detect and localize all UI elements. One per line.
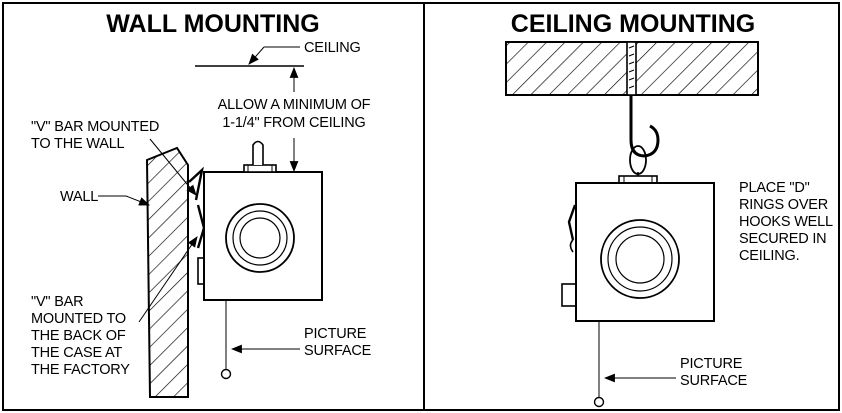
d-ring-label-1: PLACE "D" <box>739 180 810 196</box>
anchor-thread <box>628 69 635 73</box>
wall-eye-bolt <box>252 140 264 165</box>
vbar-wall-label-2: TO THE WALL <box>31 136 125 152</box>
wall-mounting-panel: WALL MOUNTING CEILING ALLOW A MINIMUM OF… <box>31 10 372 398</box>
wall-label: WALL <box>60 189 98 205</box>
anchor-thread <box>628 45 635 49</box>
anchor-thread <box>628 85 635 89</box>
clearance-line-1: ALLOW A MINIMUM OF <box>218 97 371 113</box>
ceiling-lens-middle-ring <box>607 226 673 292</box>
ceiling-v-bar <box>567 204 577 241</box>
vbar-case-label-3: THE BACK OF <box>31 328 126 344</box>
ceiling-top-bracket <box>618 175 658 184</box>
anchor-thread <box>628 77 635 81</box>
wall-picture-label-1: PICTURE <box>304 326 367 342</box>
ceiling-picture-label-1: PICTURE <box>680 356 743 372</box>
d-ring-label-3: HOOKS WELL <box>739 214 833 230</box>
vbar-case-label-2: MOUNTED TO <box>31 311 126 327</box>
vbar-case-label-1: "V" BAR <box>31 294 83 310</box>
v-bar-case-leader <box>138 236 198 323</box>
d-ring-label-2: RINGS OVER <box>739 197 828 213</box>
wall-pull-ring <box>220 368 232 380</box>
lens-middle-ring <box>232 210 288 266</box>
wall-top-bracket <box>243 164 277 173</box>
ceiling-picture-label-2: SURFACE <box>680 373 748 389</box>
ceiling-leader-arrow <box>248 46 265 65</box>
clearance-line-2: 1-1/4" FROM CEILING <box>222 115 365 131</box>
d-ring <box>629 145 647 175</box>
d-ring-label-4: SECURED IN <box>739 231 826 247</box>
vbar-case-label-5: THE FACTORY <box>31 362 130 378</box>
vbar-wall-label-1: "V" BAR MOUNTED <box>31 119 159 135</box>
vbar-case-label-4: THE CASE AT <box>31 345 122 361</box>
ceiling-pull-ring <box>593 396 605 408</box>
wall-leader-arrow <box>125 195 151 206</box>
lens-outer-ring <box>225 203 295 273</box>
wall-picture-label-2: SURFACE <box>304 343 372 359</box>
ceiling-lens-inner-ring <box>615 234 665 284</box>
wall-case-box <box>203 171 323 301</box>
lens-inner-ring <box>239 217 281 259</box>
wall-mounting-title: WALL MOUNTING <box>106 10 319 38</box>
wall-section <box>145 146 189 398</box>
anchor-thread <box>628 61 635 65</box>
d-ring-label-5: CEILING. <box>739 248 799 264</box>
anchor-thread <box>628 53 635 57</box>
ceiling-case-foot <box>561 283 577 307</box>
ceiling-mounting-panel: CEILING MOUNTING P <box>505 10 833 408</box>
ceiling-case-box <box>575 182 715 322</box>
ceiling-label: CEILING <box>304 40 361 56</box>
v-bar-wall-leader <box>149 138 197 196</box>
ceiling-v-bar-hook <box>569 239 574 253</box>
v-bar-wall <box>188 166 204 201</box>
ceiling-lens-outer-ring <box>600 219 680 299</box>
ceiling-mounting-title: CEILING MOUNTING <box>511 10 755 38</box>
